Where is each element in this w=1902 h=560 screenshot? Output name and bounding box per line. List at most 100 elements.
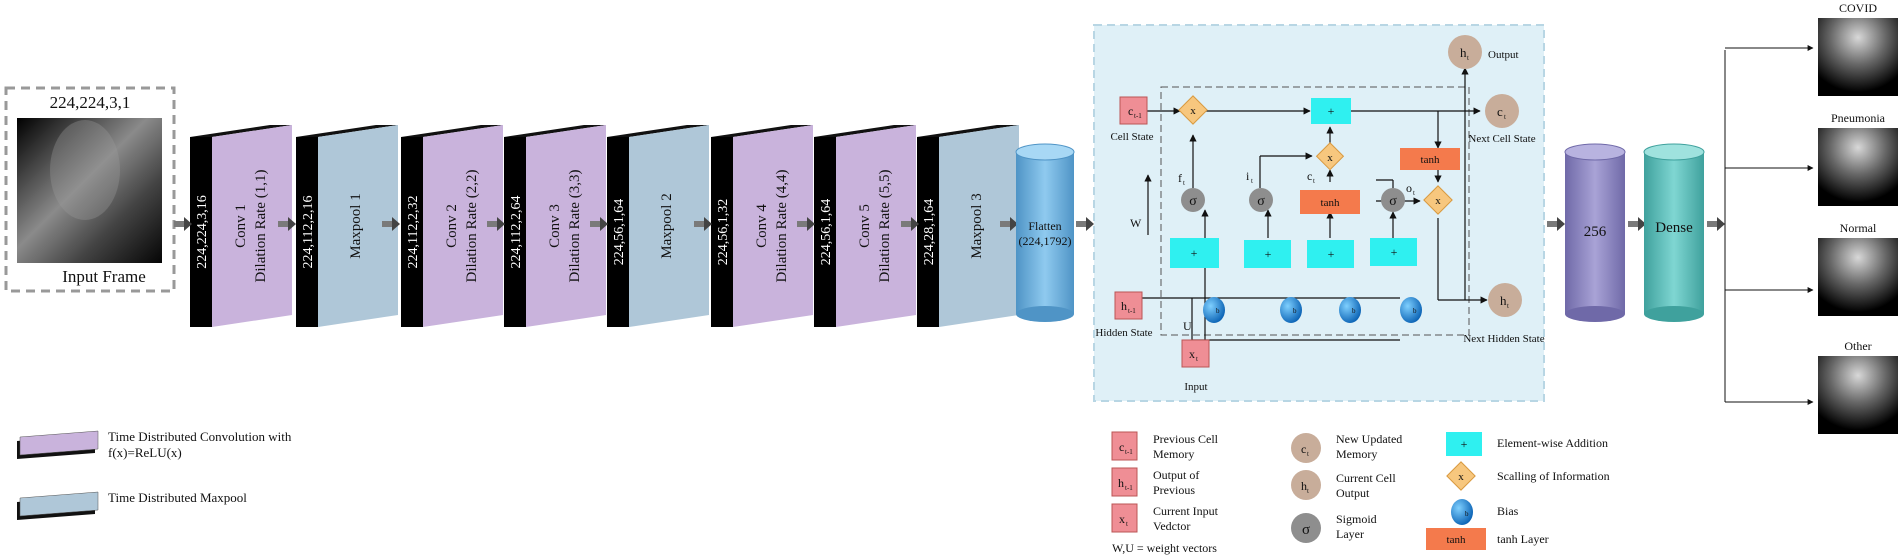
svg-text:Output of: Output of xyxy=(1153,468,1199,482)
input-ultrasound-image xyxy=(17,118,162,263)
flow-arrow xyxy=(487,217,505,231)
layer-face xyxy=(629,125,709,327)
output-label: Output xyxy=(1488,49,1519,61)
svg-text:+: + xyxy=(1328,104,1335,118)
bias-node: b xyxy=(1400,297,1422,323)
svg-text:b: b xyxy=(1216,307,1220,315)
flow-arrow xyxy=(694,217,712,231)
output-class-other: Other xyxy=(1725,339,1898,434)
svg-text:Output: Output xyxy=(1336,486,1370,500)
multiply-diamond-output: x xyxy=(1423,185,1453,215)
svg-text:Vedctor: Vedctor xyxy=(1153,519,1190,533)
legend-prev-output: h t-1 Output of Previous xyxy=(1111,467,1199,497)
layer-name: Maxpool 2 xyxy=(659,193,675,258)
next-hidden-circle: h t Next Hidden State xyxy=(1463,283,1545,345)
svg-text:+: + xyxy=(1328,247,1335,261)
svg-text:σ: σ xyxy=(1189,194,1197,209)
legend-label: Time Distributed Maxpool xyxy=(108,490,247,505)
input-x-box xyxy=(1181,339,1210,368)
legend-label-2: f(x)=ReLU(x) xyxy=(108,445,182,460)
legend-tanh: tanh tanh Layer xyxy=(1426,528,1549,550)
input-frame-border xyxy=(4,86,176,293)
svg-text:t: t xyxy=(1126,520,1128,528)
svg-text:h: h xyxy=(1460,45,1467,60)
svg-text:t: t xyxy=(1307,487,1309,495)
flow-arrow xyxy=(797,217,815,231)
gate-labels: f t i t c t o t xyxy=(1178,169,1415,197)
legend-weights: W,U = weight vectors xyxy=(1112,541,1217,555)
bias-node: b xyxy=(1280,297,1302,323)
hidden-label: Hidden State xyxy=(1095,327,1152,339)
layer-name: Conv 4 xyxy=(754,204,770,248)
layer-face xyxy=(212,125,292,327)
w-label: W xyxy=(1130,216,1142,230)
flatten-cylinder: Flatten (224,1792) xyxy=(1015,143,1075,322)
output-ultrasound-image xyxy=(1818,18,1898,96)
next-cell-label: Next Cell State xyxy=(1468,133,1535,145)
dense-256-cylinder: 256 xyxy=(1564,143,1626,322)
svg-text:Memory: Memory xyxy=(1336,447,1377,461)
dense-cylinder: Dense xyxy=(1643,143,1705,322)
flow-arrow xyxy=(382,217,400,231)
prev-cell-c: c xyxy=(1128,104,1133,118)
legend-item-maxpool: Time Distributed Maxpool xyxy=(17,490,247,520)
svg-text:Previous: Previous xyxy=(1153,483,1195,497)
prev-hidden-h: h xyxy=(1121,299,1127,313)
svg-text:f: f xyxy=(1178,171,1182,185)
input-x: x xyxy=(1189,347,1195,361)
svg-text:tanh: tanh xyxy=(1447,534,1466,546)
layer-name: Conv 5 xyxy=(857,204,873,248)
output-class-pneumonia: Pneumonia xyxy=(1725,111,1898,206)
layer-param: Dilation Rate (3,3) xyxy=(567,170,583,283)
svg-text:σ: σ xyxy=(1257,194,1265,209)
svg-text:t: t xyxy=(1307,450,1309,458)
output-class-label: Normal xyxy=(1840,221,1877,235)
layer-dims: 224,28,1,64 xyxy=(922,199,937,266)
input-frame: 224,224,3,1 Input Frame xyxy=(4,86,176,293)
sigmoid-gates: σ σ σ xyxy=(1181,188,1405,212)
layer-dims: 224,56,1,64 xyxy=(819,199,834,266)
output-class-covid: COVID xyxy=(1725,1,1898,96)
svg-text:+: + xyxy=(1461,437,1468,451)
layer-param: Dilation Rate (1,1) xyxy=(253,170,269,283)
svg-text:Sigmoid: Sigmoid xyxy=(1336,512,1377,526)
dense-256-label: 256 xyxy=(1584,224,1607,240)
svg-text:x: x xyxy=(1327,152,1333,164)
svg-text:t: t xyxy=(1507,302,1509,310)
svg-text:o: o xyxy=(1406,181,1412,195)
layer-name: Conv 1 xyxy=(233,204,249,248)
prev-hidden-box xyxy=(1114,291,1143,320)
legend-current-input: x t Current Input Vedctor xyxy=(1111,503,1219,533)
flow-arrow xyxy=(1000,217,1018,231)
legend-scale: x Scalling of Information xyxy=(1446,461,1610,491)
output-ultrasound-image xyxy=(1818,238,1898,316)
legend-label: Time Distributed Convolution with xyxy=(108,429,292,444)
svg-text:+: + xyxy=(1191,246,1198,260)
svg-text:c: c xyxy=(1119,440,1124,454)
flow-arrow xyxy=(174,217,192,231)
layer-param: Dilation Rate (5,5) xyxy=(877,170,893,283)
svg-text:c: c xyxy=(1307,169,1312,183)
prev-hidden-sub: t-1 xyxy=(1128,307,1136,315)
svg-text:+: + xyxy=(1391,245,1398,259)
svg-text:h: h xyxy=(1301,479,1307,493)
svg-text:t-1: t-1 xyxy=(1125,448,1133,456)
legend-layers: Time Distributed Convolution withf(x)=Re… xyxy=(17,429,292,520)
svg-text:Bias: Bias xyxy=(1497,504,1519,518)
output-ultrasound-image xyxy=(1818,128,1898,206)
svg-text:+: + xyxy=(1265,247,1272,261)
svg-text:Element-wise Addition: Element-wise Addition xyxy=(1497,436,1608,450)
svg-text:t: t xyxy=(1313,177,1315,185)
flow-arrow xyxy=(901,217,919,231)
legend-current-output: h t Current Cell Output xyxy=(1291,470,1396,500)
svg-text:t-1: t-1 xyxy=(1125,484,1133,492)
flow-arrow xyxy=(1628,217,1646,231)
layer-name: Conv 2 xyxy=(444,204,460,248)
svg-text:Scalling of Information: Scalling of Information xyxy=(1497,469,1610,483)
svg-text:i: i xyxy=(1246,169,1250,183)
